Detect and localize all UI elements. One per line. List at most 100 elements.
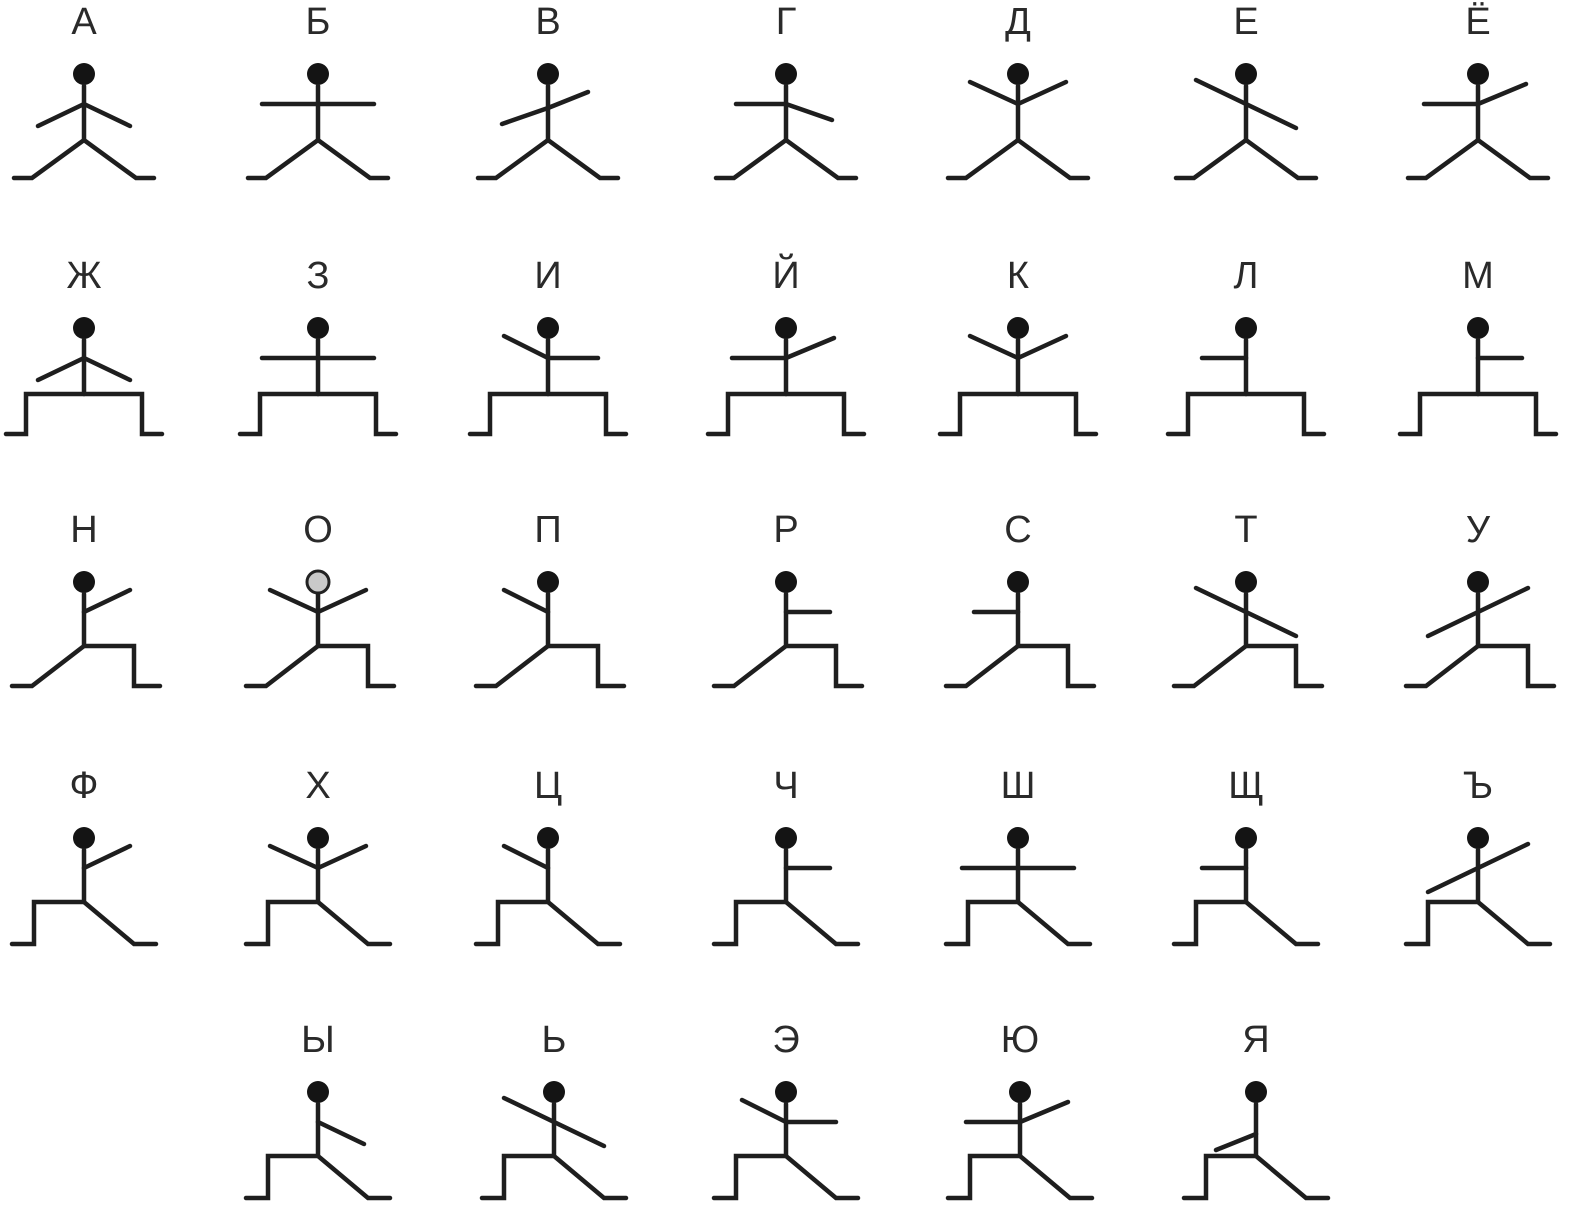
letter-label: С	[1004, 509, 1031, 551]
legs	[246, 646, 394, 686]
legs	[948, 1156, 1092, 1198]
right-arm	[84, 104, 130, 126]
legs	[1184, 1156, 1328, 1198]
right-arm	[318, 590, 366, 612]
legs	[1406, 902, 1550, 944]
right-arm	[318, 846, 366, 868]
legs	[1168, 394, 1324, 434]
legs	[246, 902, 390, 944]
legs	[12, 646, 160, 686]
head	[543, 1081, 565, 1103]
letter-label: Н	[70, 509, 97, 551]
head	[537, 571, 559, 593]
figure-7: Ж	[6, 255, 162, 434]
letter-label: Ь	[542, 1019, 567, 1061]
legs	[1400, 394, 1556, 434]
left-arm	[504, 590, 548, 612]
left-arm	[1216, 1134, 1256, 1150]
head	[1467, 317, 1489, 339]
letter-label: М	[1462, 255, 1494, 297]
head	[1245, 1081, 1267, 1103]
head	[307, 317, 329, 339]
left-arm	[38, 104, 84, 126]
head	[1235, 571, 1257, 593]
legs	[1174, 902, 1318, 944]
head	[775, 571, 797, 593]
letter-label: З	[307, 255, 330, 297]
right-arm	[1018, 336, 1066, 358]
letter-label: Ф	[70, 765, 99, 807]
letter-label: Щ	[1228, 765, 1264, 807]
letter-label: Д	[1005, 1, 1031, 43]
figure-1: Б	[248, 1, 388, 178]
head	[73, 571, 95, 593]
head	[307, 827, 329, 849]
legs	[946, 646, 1094, 686]
figure-12: Л	[1168, 255, 1324, 434]
figure-3: Г	[716, 1, 856, 178]
legs	[12, 902, 156, 944]
head	[73, 827, 95, 849]
legs	[476, 646, 624, 686]
letter-label: Ю	[1001, 1019, 1039, 1061]
legs	[940, 394, 1096, 434]
head	[73, 63, 95, 85]
head	[775, 63, 797, 85]
figure-18: С	[946, 509, 1094, 686]
legs	[708, 394, 864, 434]
head	[1235, 317, 1257, 339]
figure-14: Н	[12, 509, 160, 686]
letter-label: И	[534, 255, 561, 297]
letter-label: Ц	[534, 765, 562, 807]
head	[537, 63, 559, 85]
figure-24: Ч	[714, 765, 858, 944]
right-arm	[1020, 1102, 1068, 1122]
legs	[948, 140, 1088, 178]
letter-label: В	[535, 1, 560, 43]
figure-6: Ё	[1408, 1, 1548, 178]
legs	[248, 140, 388, 178]
right-arm	[318, 1122, 364, 1144]
head	[775, 1081, 797, 1103]
letter-label: К	[1007, 255, 1029, 297]
legs	[6, 394, 162, 434]
left-arm	[502, 108, 548, 124]
letter-label: А	[71, 1, 97, 43]
legs	[714, 646, 862, 686]
figure-13: М	[1400, 255, 1556, 434]
legs	[716, 140, 856, 178]
head	[775, 317, 797, 339]
letter-label: Я	[1242, 1019, 1269, 1061]
head	[1235, 827, 1257, 849]
letter-label: Ё	[1465, 1, 1490, 43]
figure-32: Я	[1184, 1019, 1328, 1198]
letter-label: Р	[773, 509, 798, 551]
right-arm	[786, 338, 834, 358]
letter-label: Ж	[66, 255, 101, 297]
figure-25: Ш	[946, 765, 1090, 944]
letter-label: О	[303, 509, 333, 551]
letter-label: Ч	[773, 765, 798, 807]
head	[537, 317, 559, 339]
head	[1007, 63, 1029, 85]
figure-0: А	[14, 1, 154, 178]
letter-label: Г	[776, 1, 797, 43]
letter-label: Е	[1233, 1, 1258, 43]
legs	[478, 140, 618, 178]
left-arm	[504, 846, 548, 868]
left-arm	[270, 846, 318, 868]
letter-label: Э	[772, 1019, 799, 1061]
figure-28: Ы	[246, 1019, 390, 1198]
legs	[1174, 646, 1322, 686]
figure-29: Ь	[482, 1019, 626, 1198]
legs	[246, 1156, 390, 1198]
figure-4: Д	[948, 1, 1088, 178]
figure-17: Р	[714, 509, 862, 686]
legs	[1408, 140, 1548, 178]
left-arm	[970, 82, 1018, 104]
figure-26: Щ	[1174, 765, 1318, 944]
figure-9: И	[470, 255, 626, 434]
letter-label: Б	[306, 1, 331, 43]
head	[1467, 571, 1489, 593]
